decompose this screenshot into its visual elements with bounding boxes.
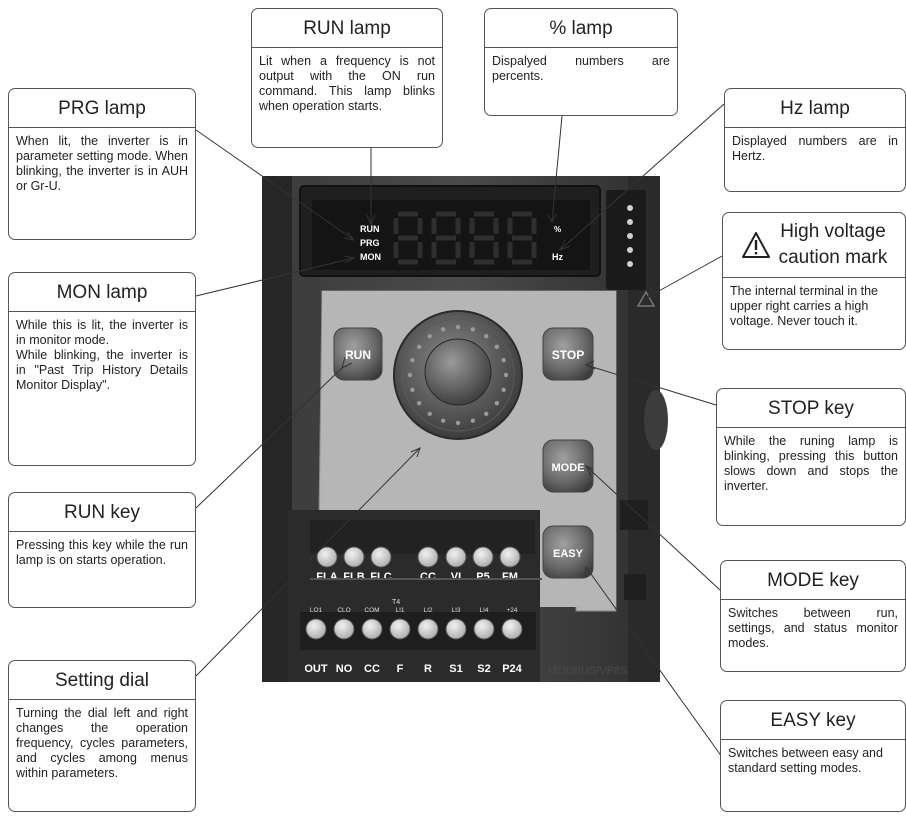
upper-terminal-label: P5 xyxy=(476,571,489,583)
lower-terminal-label: P24 xyxy=(502,663,522,675)
hz-lamp-description: Displayed numbers are in Hertz. xyxy=(725,128,905,170)
mon-lamp-label: MON xyxy=(360,252,381,262)
setting-dial-description: Turning the dial left and right changes … xyxy=(9,700,195,787)
setting-dial-callout: Setting dial Turning the dial left and r… xyxy=(8,660,196,812)
dial-tick xyxy=(495,401,499,405)
dial-tick xyxy=(441,418,445,422)
dial-tick xyxy=(410,358,414,362)
mode-key-callout: MODE key Switches between run, settings,… xyxy=(720,560,906,672)
run-lamp-label: RUN xyxy=(360,224,380,234)
dial-tick xyxy=(417,401,421,405)
dial-tick xyxy=(471,418,475,422)
model-side-text: MODBUS/VP8S xyxy=(548,665,627,677)
high-voltage-title-line1: High voltage xyxy=(779,219,888,245)
run-key[interactable]: RUN xyxy=(334,328,382,380)
percent-lamp-callout: % lamp Dispalyed numbers are percents. xyxy=(484,8,678,116)
dial-tick xyxy=(495,345,499,349)
dial-tick xyxy=(410,388,414,392)
stop-key-title: STOP key xyxy=(717,389,905,428)
setting-dial-title: Setting dial xyxy=(9,661,195,700)
run-key-title: RUN key xyxy=(9,493,195,532)
hz-lamp-label: Hz xyxy=(552,252,563,262)
mon-lamp-title: MON lamp xyxy=(9,273,195,312)
percent-lamp-label: % xyxy=(554,225,561,234)
dial-tick xyxy=(428,334,432,338)
upper-terminal-label: FM xyxy=(502,571,518,583)
high-voltage-callout: High voltage caution mark The internal t… xyxy=(722,212,906,350)
mode-key-description: Switches between run, settings, and stat… xyxy=(721,600,905,657)
easy-key-callout: EASY key Switches between easy and stand… xyxy=(720,700,906,812)
lower-terminal-label: CC xyxy=(364,663,380,675)
dial-tick xyxy=(408,373,412,377)
run-key-callout: RUN key Pressing this key while the run … xyxy=(8,492,196,608)
dial-tick xyxy=(428,412,432,416)
prg-lamp-title: PRG lamp xyxy=(9,89,195,128)
easy-key-description: Switches between easy and standard setti… xyxy=(721,740,905,782)
stop-key-callout: STOP key While the runing lamp is blinki… xyxy=(716,388,906,526)
mon-lamp-description: While this is lit, the inverter is in mo… xyxy=(9,312,195,399)
upper-terminal-label: FLC xyxy=(370,571,391,583)
stop-key[interactable]: STOP xyxy=(543,328,593,380)
high-voltage-description: The internal terminal in the upper right… xyxy=(723,278,905,335)
stop-key-description: While the runing lamp is blinking, press… xyxy=(717,428,905,500)
hz-lamp-title: Hz lamp xyxy=(725,89,905,128)
run-key-description: Pressing this key while the run lamp is … xyxy=(9,532,195,574)
hz-lamp-callout: Hz lamp Displayed numbers are in Hertz. xyxy=(724,88,906,192)
mon-lamp-callout: MON lamp While this is lit, the inverter… xyxy=(8,272,196,466)
dial-tick xyxy=(484,334,488,338)
t4-label: T4 xyxy=(392,599,400,606)
warning-triangle-icon xyxy=(741,231,771,259)
dial-tick xyxy=(456,421,460,425)
dial-tick xyxy=(501,388,505,392)
easy-key-label: EASY xyxy=(553,548,584,560)
dial-tick xyxy=(501,358,505,362)
run-key-label: RUN xyxy=(345,348,371,362)
mode-key-title: MODE key xyxy=(721,561,905,600)
lower-terminal-label: S2 xyxy=(477,663,490,675)
lower-terminal-label: R xyxy=(424,663,432,675)
upper-terminal-label: FLA xyxy=(316,571,337,583)
easy-key-title: EASY key xyxy=(721,701,905,740)
dial-tick xyxy=(456,325,460,329)
stop-key-label: STOP xyxy=(552,348,584,362)
upper-terminal-label: CC xyxy=(420,571,436,583)
lower-terminal-label: OUT xyxy=(304,663,328,675)
dial-tick xyxy=(441,327,445,331)
prg-lamp-callout: PRG lamp When lit, the inverter is in pa… xyxy=(8,88,196,240)
setting-dial[interactable] xyxy=(394,311,522,439)
percent-lamp-description: Dispalyed numbers are percents. xyxy=(485,48,677,90)
dial-tick xyxy=(484,412,488,416)
lower-terminal-label: S1 xyxy=(449,663,462,675)
percent-lamp-title: % lamp xyxy=(485,9,677,48)
dial-tick xyxy=(504,373,508,377)
lower-terminal-label: F xyxy=(397,663,404,675)
run-lamp-title: RUN lamp xyxy=(252,9,442,48)
run-lamp-description: Lit when a frequency is not output with … xyxy=(252,48,442,120)
upper-terminal-label: VI xyxy=(451,571,461,583)
upper-terminal-label: FLB xyxy=(343,571,364,583)
prg-lamp-label: PRG xyxy=(360,238,380,248)
high-voltage-title-line2: caution mark xyxy=(779,245,888,271)
dial-tick xyxy=(417,345,421,349)
prg-lamp-description: When lit, the inverter is in parameter s… xyxy=(9,128,195,200)
run-lamp-callout: RUN lamp Lit when a frequency is not out… xyxy=(251,8,443,148)
lower-terminal-label: NO xyxy=(336,663,353,675)
dial-tick xyxy=(471,327,475,331)
mode-key-label: MODE xyxy=(552,462,585,474)
